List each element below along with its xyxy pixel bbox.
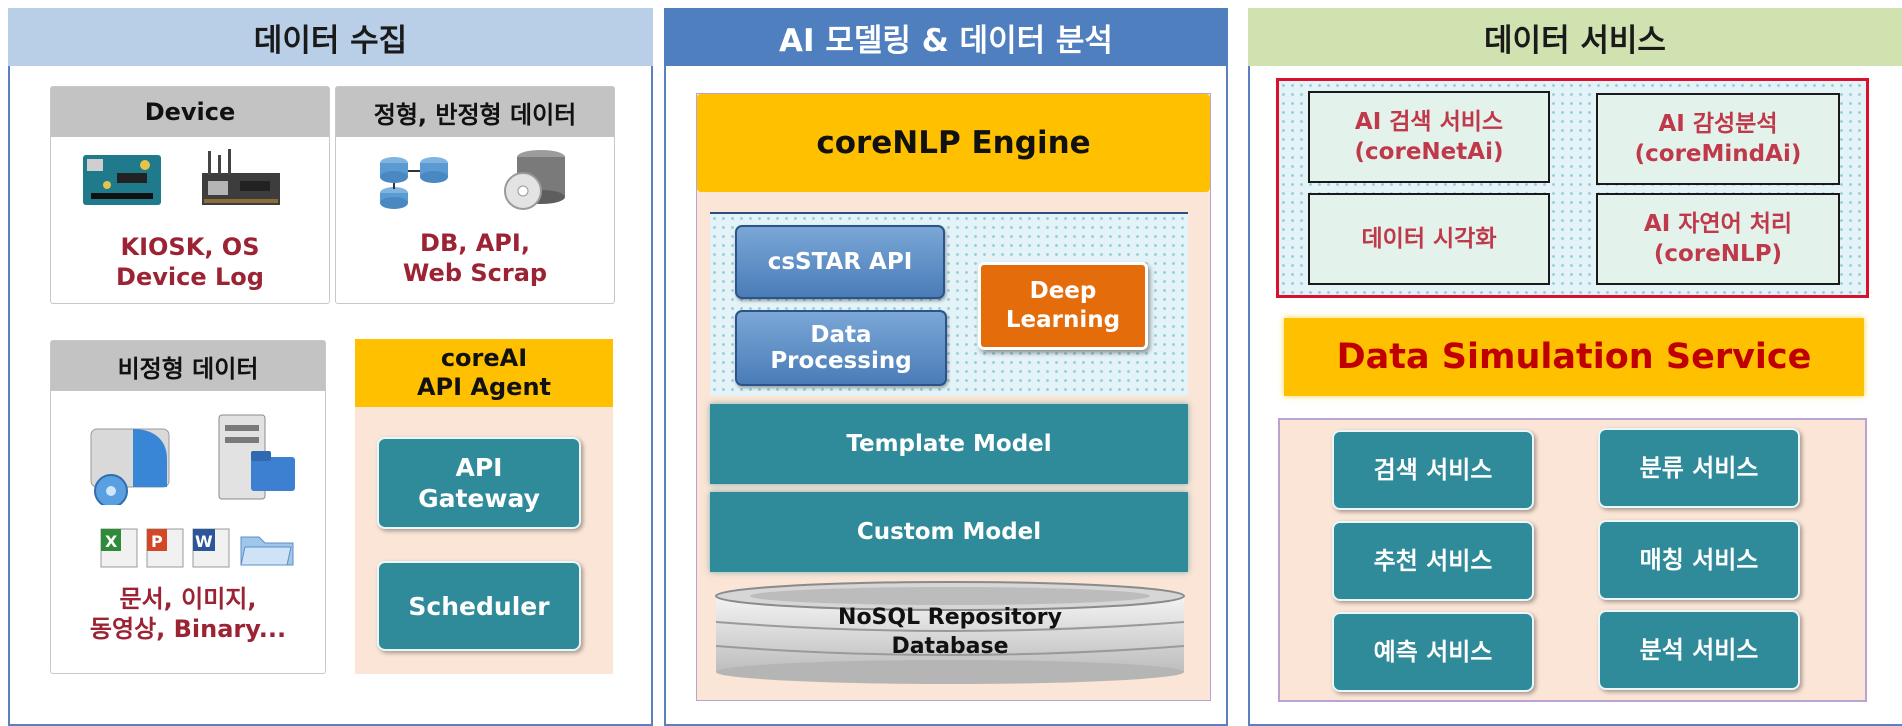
ai-nlp-line1: AI 자연어 처리 [1643,211,1793,237]
excel-file-icon: X [100,528,138,568]
service-title: 데이터 서비스 [1484,22,1666,59]
arduino-board-icon [83,155,161,205]
disk-database-icon [504,150,565,210]
api-gateway-line2: Gateway [418,484,540,513]
csstar-api-label: csSTAR API [767,249,913,275]
structured-desc-line1: DB, API, [420,229,530,257]
search-service-label: 검색 서비스 [1373,455,1493,484]
nosql-label: NoSQL Repository Database [712,600,1188,664]
file-icons-row: X P W [99,527,299,571]
device-desc-line1: KIOSK, OS [120,233,260,261]
svg-text:P: P [151,532,163,551]
deep-learning-line1: Deep [1029,278,1097,304]
ai-nlp-line2: (coreNLP) [1653,241,1783,267]
template-model-label: Template Model [846,431,1052,457]
data-visualization-label: 데이터 시각화 [1361,226,1497,252]
scheduler-box: Scheduler [377,561,581,651]
database-network-icon [380,157,448,209]
ai-search-service-box: AI 검색 서비스 (coreNetAi) [1308,91,1550,183]
data-processing-box: Data Processing [735,310,947,386]
unstructured-desc-line1: 문서, 이미지, [119,585,257,613]
ai-search-line1: AI 검색 서비스 [1354,109,1504,135]
data-visualization-box: 데이터 시각화 [1308,193,1550,285]
device-desc-line2: Device Log [116,263,264,291]
ai-emotion-service-box: AI 감성분석 (coreMindAi) [1596,93,1840,185]
nosql-database-cylinder [715,581,1185,684]
api-agent-panel: coreAI API Agent API Gateway Scheduler [355,339,613,674]
device-card-header: Device [51,87,329,137]
nosql-label-line2: Database [891,634,1009,659]
scheduler-label: Scheduler [408,591,550,621]
device-title: Device [144,98,236,126]
powerpoint-file-icon: P [146,528,184,568]
deep-learning-box: Deep Learning [978,262,1148,350]
prediction-service-label: 예측 서비스 [1373,637,1493,666]
analysis-service-box: 분석 서비스 [1598,610,1800,690]
svg-text:X: X [105,532,118,551]
csstar-api-box: csSTAR API [735,225,945,299]
api-gateway-box: API Gateway [377,437,581,529]
ai-nlp-service-box: AI 자연어 처리 (coreNLP) [1596,193,1840,285]
unstructured-data-desc: 문서, 이미지, 동영상, Binary... [51,581,325,647]
hard-drive-icon [90,428,170,505]
unstructured-data-card: 비정형 데이터 X P W [50,340,326,674]
ai-emotion-line1: AI 감성분석 [1658,111,1778,137]
word-file-icon: W [192,528,230,568]
unstructured-desc-line2: 동영상, Binary... [89,615,287,643]
prediction-service-box: 예측 서비스 [1332,612,1534,692]
ai-search-line2: (coreNetAi) [1354,139,1504,165]
structured-data-title: 정형, 반정형 데이터 [373,100,577,129]
api-agent-header: coreAI API Agent [355,339,613,407]
api-gateway-line1: API [455,453,503,482]
classification-service-box: 분류 서비스 [1598,428,1800,508]
device-desc: KIOSK, OS Device Log [51,227,329,297]
structured-data-card: 정형, 반정형 데이터 DB, API, Web Scrap [335,86,615,304]
collect-title: 데이터 수집 [253,22,408,59]
matching-service-box: 매칭 서비스 [1598,520,1800,600]
nosql-label-line1: NoSQL Repository [838,605,1062,630]
deep-learning-line2: Learning [1005,307,1121,333]
search-service-box: 검색 서비스 [1332,430,1534,510]
unstructured-data-header: 비정형 데이터 [51,341,325,391]
corenlp-engine-label: coreNLP Engine [816,125,1091,161]
unstructured-data-title: 비정형 데이터 [117,354,259,383]
modeling-title: AI 모델링 & 데이터 분석 [779,22,1113,59]
matching-service-label: 매칭 서비스 [1639,545,1759,574]
device-card: Device KIOSK, OS Device Log [50,86,330,304]
custom-model-label: Custom Model [856,519,1042,545]
classification-service-label: 분류 서비스 [1639,453,1759,482]
structured-desc-line2: Web Scrap [402,259,548,287]
data-simulation-service-bar: Data Simulation Service [1284,318,1864,396]
data-simulation-label: Data Simulation Service [1336,337,1812,377]
iot-board-icon [202,149,280,205]
ai-emotion-line2: (coreMindAi) [1634,141,1802,167]
analysis-service-label: 분석 서비스 [1639,635,1759,664]
server-icon [218,414,295,500]
structured-data-header: 정형, 반정형 데이터 [336,87,614,137]
api-agent-title-line2: API Agent [416,373,552,401]
template-model-bar: Template Model [710,404,1188,484]
custom-model-bar: Custom Model [710,492,1188,572]
api-agent-title-line1: coreAI [440,344,528,372]
recommendation-service-box: 추천 서비스 [1332,521,1534,601]
modeling-header: AI 모델링 & 데이터 분석 [664,8,1228,66]
data-processing-label: Data Processing [770,322,912,374]
svg-text:W: W [195,532,213,551]
structured-data-desc: DB, API, Web Scrap [336,225,614,291]
folder-icon [240,536,294,566]
collect-header: 데이터 수집 [8,8,653,66]
corenlp-engine-bar: coreNLP Engine [697,94,1210,192]
recommendation-service-label: 추천 서비스 [1373,546,1493,575]
service-header: 데이터 서비스 [1248,8,1902,66]
